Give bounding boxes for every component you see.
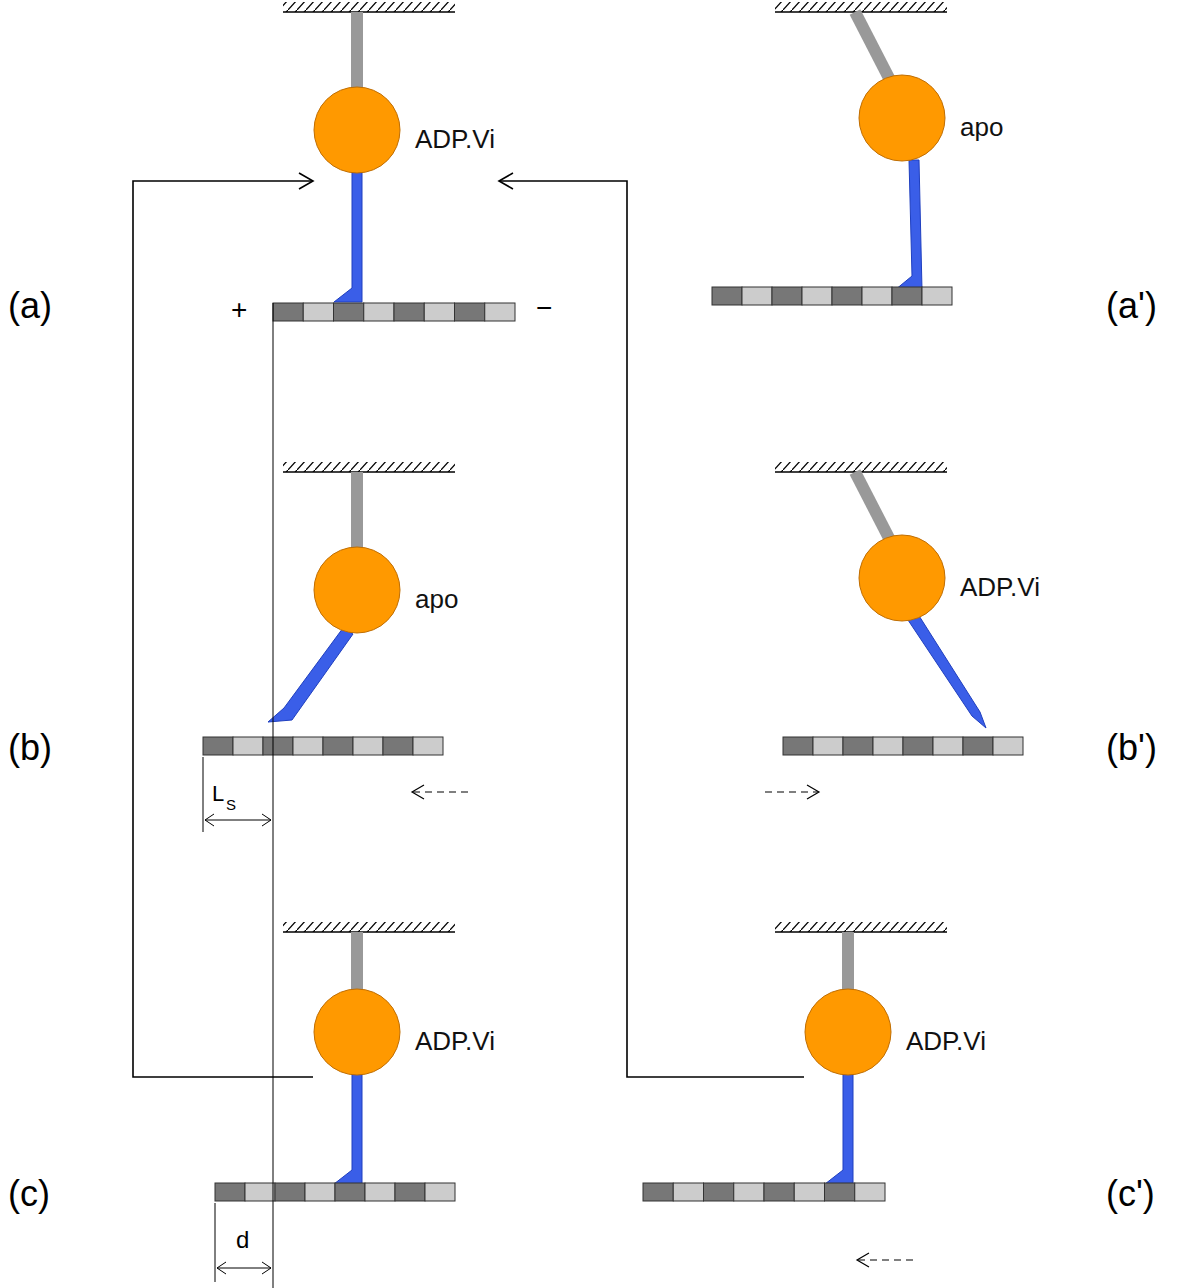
state-label: apo (960, 114, 1003, 140)
head-circle (858, 534, 946, 622)
dimension-ls (203, 757, 271, 832)
myosin-head: ADP.Vi (313, 86, 499, 186)
myosin-head: apo (313, 546, 462, 646)
head-circle (313, 546, 401, 634)
panel-label: S (226, 797, 236, 812)
panel-label: (b) (8, 730, 52, 766)
state-label: ADP.Vi (415, 1028, 495, 1054)
panel-label: (b') (1106, 730, 1157, 766)
panel-label: d (236, 1228, 249, 1252)
head-circle (858, 74, 946, 162)
panel-label: L (212, 783, 224, 805)
myosin-head: apo (858, 74, 1007, 174)
panel-label: (c') (1106, 1176, 1155, 1212)
reference-line (273, 303, 274, 1288)
dimension-d (215, 1203, 271, 1282)
ceiling (283, 2, 947, 932)
panel-label: (c) (8, 1176, 50, 1212)
head-circle (313, 86, 401, 174)
cycle-arrow (499, 173, 804, 1077)
panel-label: (a') (1106, 288, 1157, 324)
myosin-head: ADP.Vi (804, 988, 990, 1088)
state-label: ADP.Vi (415, 126, 495, 152)
head-circle (804, 988, 892, 1076)
state-label: ADP.Vi (960, 574, 1040, 600)
panel-label: − (536, 294, 552, 322)
myosin-head: ADP.Vi (858, 534, 1044, 634)
state-label: ADP.Vi (906, 1028, 986, 1054)
lever-arm (268, 160, 986, 1184)
actin-filament (203, 287, 1023, 1201)
head-circle (313, 988, 401, 1076)
motion-arrow (412, 785, 913, 1267)
stalk (357, 12, 890, 992)
state-label: apo (415, 586, 458, 612)
cycle-arrow (133, 173, 313, 1077)
panel-label: + (231, 296, 247, 324)
myosin-head: ADP.Vi (313, 988, 499, 1088)
panel-label: (a) (8, 288, 52, 324)
